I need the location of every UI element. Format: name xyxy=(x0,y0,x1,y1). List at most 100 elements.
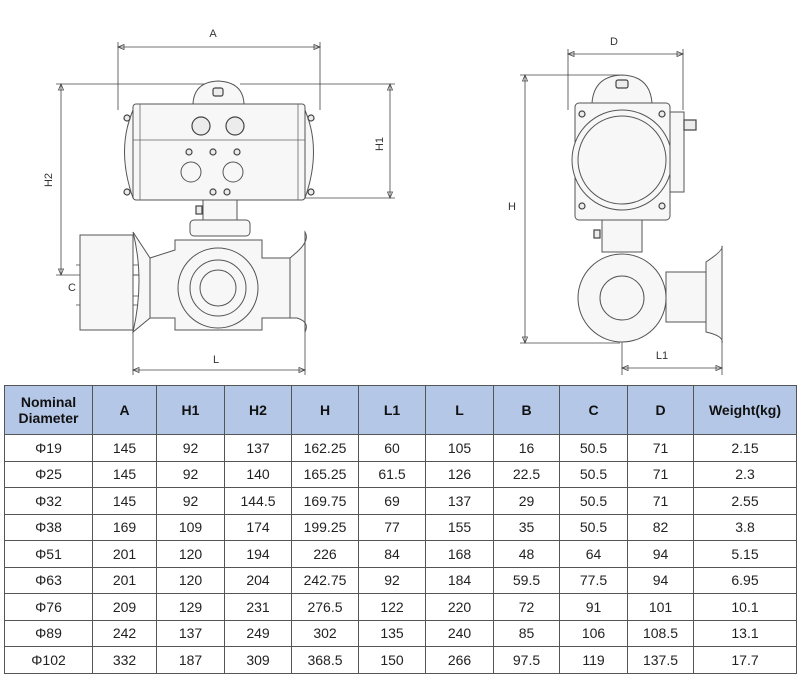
table-cell: 165.25 xyxy=(291,460,359,488)
table-cell: 169.75 xyxy=(291,487,359,515)
table-cell: 71 xyxy=(627,487,694,515)
table-cell: 240 xyxy=(425,619,494,647)
table-cell: Φ32 xyxy=(4,487,93,515)
dim-label-a: A xyxy=(209,28,217,40)
table-cell: 120 xyxy=(156,566,225,594)
table-cell: 2.3 xyxy=(693,460,797,488)
table-cell: 155 xyxy=(425,513,494,541)
table-cell: 126 xyxy=(425,460,494,488)
table-cell: 3.8 xyxy=(693,513,797,541)
front-view: A H1 H2 C B L xyxy=(43,28,395,375)
table-cell: 92 xyxy=(156,487,225,515)
table-header-cell: A xyxy=(92,385,157,435)
dim-label-h2: H2 xyxy=(43,173,55,187)
table-cell: 5.15 xyxy=(693,540,797,568)
table-cell: Φ63 xyxy=(4,566,93,594)
table-cell: 137 xyxy=(224,434,292,462)
table-cell: 92 xyxy=(156,460,225,488)
table-header-cell: C xyxy=(559,385,628,435)
table-cell: 59.5 xyxy=(493,566,560,594)
table-cell: 231 xyxy=(224,593,292,621)
table-cell: 2.15 xyxy=(693,434,797,462)
table-cell: 85 xyxy=(493,619,560,647)
table-cell: 97.5 xyxy=(493,646,560,674)
table-cell: 199.25 xyxy=(291,513,359,541)
table-header-cell: H2 xyxy=(224,385,292,435)
table-cell: 82 xyxy=(627,513,694,541)
table-cell: 150 xyxy=(358,646,426,674)
table-cell: 69 xyxy=(358,487,426,515)
table-cell: 64 xyxy=(559,540,628,568)
table-cell: 71 xyxy=(627,434,694,462)
table-cell: 77 xyxy=(358,513,426,541)
table-cell: Φ51 xyxy=(4,540,93,568)
table-cell: 266 xyxy=(425,646,494,674)
table-cell: 309 xyxy=(224,646,292,674)
table-cell: 60 xyxy=(358,434,426,462)
table-cell: Φ38 xyxy=(4,513,93,541)
table-cell: 209 xyxy=(92,593,157,621)
dim-label-h: H xyxy=(508,201,516,213)
table-cell: 137.5 xyxy=(627,646,694,674)
technical-drawing: A H1 H2 C B L xyxy=(43,28,724,375)
table-cell: 144.5 xyxy=(224,487,292,515)
table-cell: Φ25 xyxy=(4,460,93,488)
table-cell: 168 xyxy=(425,540,494,568)
table-cell: 50.5 xyxy=(559,460,628,488)
table-cell: 22.5 xyxy=(493,460,560,488)
table-cell: 50.5 xyxy=(559,513,628,541)
table-cell: 120 xyxy=(156,540,225,568)
table-header-cell: D xyxy=(627,385,694,435)
table-cell: 302 xyxy=(291,619,359,647)
table-cell: 71 xyxy=(627,460,694,488)
table-cell: 77.5 xyxy=(559,566,628,594)
table-cell: 92 xyxy=(358,566,426,594)
dim-label-l: L xyxy=(213,354,219,366)
table-cell: 2.55 xyxy=(693,487,797,515)
side-view: D H L1 xyxy=(508,36,724,375)
table-cell: 105 xyxy=(425,434,494,462)
table-cell: 220 xyxy=(425,593,494,621)
table-cell: 72 xyxy=(493,593,560,621)
table-cell: Φ19 xyxy=(4,434,93,462)
table-cell: 332 xyxy=(92,646,157,674)
table-cell: 35 xyxy=(493,513,560,541)
dim-label-c: C xyxy=(68,282,76,294)
table-cell: 276.5 xyxy=(291,593,359,621)
table-cell: 201 xyxy=(92,566,157,594)
table-cell: 242.75 xyxy=(291,566,359,594)
table-cell: Φ89 xyxy=(4,619,93,647)
table-cell: 94 xyxy=(627,540,694,568)
table-cell: 201 xyxy=(92,540,157,568)
table-cell: 17.7 xyxy=(693,646,797,674)
table-header-cell: L xyxy=(425,385,494,435)
table-cell: 135 xyxy=(358,619,426,647)
table-cell: 140 xyxy=(224,460,292,488)
table-cell: 169 xyxy=(92,513,157,541)
table-cell: 226 xyxy=(291,540,359,568)
table-cell: 101 xyxy=(627,593,694,621)
table-cell: 184 xyxy=(425,566,494,594)
table-cell: 129 xyxy=(156,593,225,621)
table-cell: 242 xyxy=(92,619,157,647)
table-cell: 16 xyxy=(493,434,560,462)
table-cell: 187 xyxy=(156,646,225,674)
table-cell: Φ76 xyxy=(4,593,93,621)
table-cell: 145 xyxy=(92,460,157,488)
dim-label-l1: L1 xyxy=(656,350,668,362)
table-cell: 368.5 xyxy=(291,646,359,674)
table-cell: 122 xyxy=(358,593,426,621)
table-header-cell: H xyxy=(291,385,359,435)
table-cell: 48 xyxy=(493,540,560,568)
